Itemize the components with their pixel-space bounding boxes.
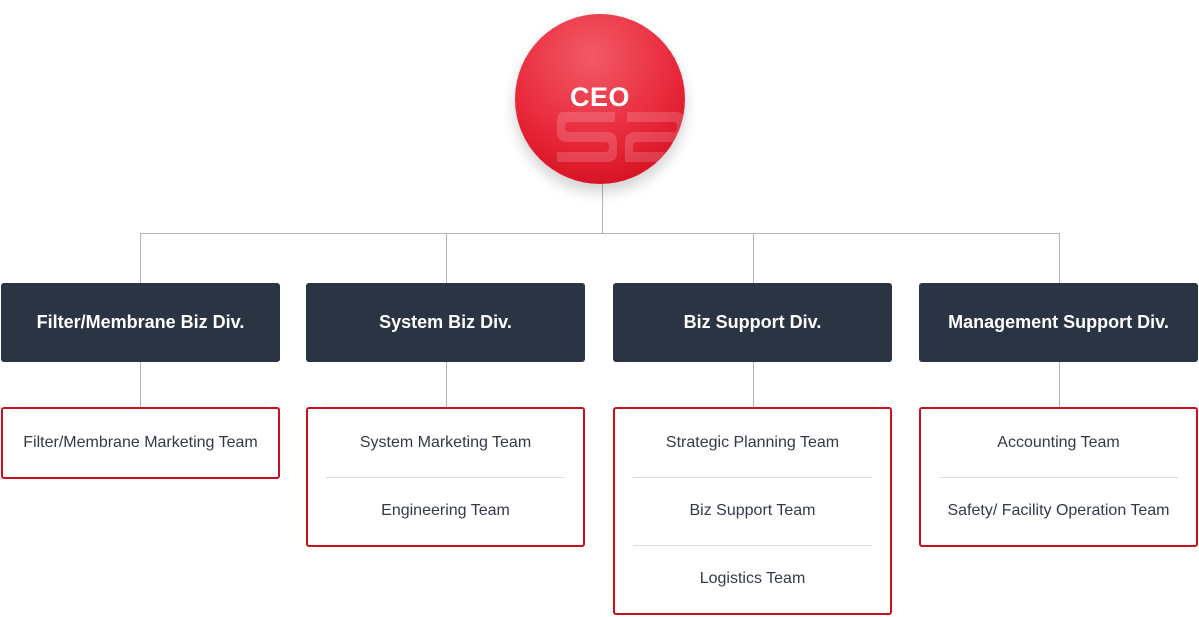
team-link-3: [753, 362, 754, 407]
company-logo-watermark: [557, 112, 685, 162]
team-list-filter-membrane: Filter/Membrane Marketing Team: [1, 407, 280, 479]
team-item: Accounting Team: [997, 434, 1120, 451]
division-title: Filter/Membrane Biz Div.: [36, 312, 245, 332]
division-title: Management Support Div.: [948, 312, 1169, 332]
branch-drop-2: [446, 233, 447, 283]
team-item: Safety/ Facility Operation Team: [921, 477, 1196, 545]
ceo-node: CEO: [515, 14, 685, 184]
team-list-system: System Marketing Team Engineering Team: [306, 407, 585, 547]
team-item: Strategic Planning Team: [665, 434, 840, 451]
team-link-1: [140, 362, 141, 407]
team-list-biz-support: Strategic Planning Team Biz Support Team…: [613, 407, 892, 615]
division-title: Biz Support Div.: [683, 312, 822, 332]
division-filter-membrane: Filter/Membrane Biz Div.: [1, 283, 280, 362]
team-item: Engineering Team: [308, 477, 583, 545]
ceo-stem-line: [602, 184, 603, 233]
division-biz-support: Biz Support Div.: [613, 283, 892, 362]
division-title: System Biz Div.: [379, 312, 512, 332]
team-item: System Marketing Team: [359, 434, 532, 451]
team-link-2: [446, 362, 447, 407]
horizontal-branch-line: [140, 233, 1059, 234]
branch-drop-4: [1059, 233, 1060, 283]
team-item: Logistics Team: [615, 545, 890, 613]
team-link-4: [1059, 362, 1060, 407]
team-list-management-support: Accounting Team Safety/ Facility Operati…: [919, 407, 1198, 547]
branch-drop-1: [140, 233, 141, 283]
division-system: System Biz Div.: [306, 283, 585, 362]
ceo-label: CEO: [569, 82, 630, 112]
branch-drop-3: [753, 233, 754, 283]
division-management-support: Management Support Div.: [919, 283, 1198, 362]
team-item: Filter/Membrane Marketing Team: [23, 434, 258, 451]
team-item: Biz Support Team: [615, 477, 890, 545]
